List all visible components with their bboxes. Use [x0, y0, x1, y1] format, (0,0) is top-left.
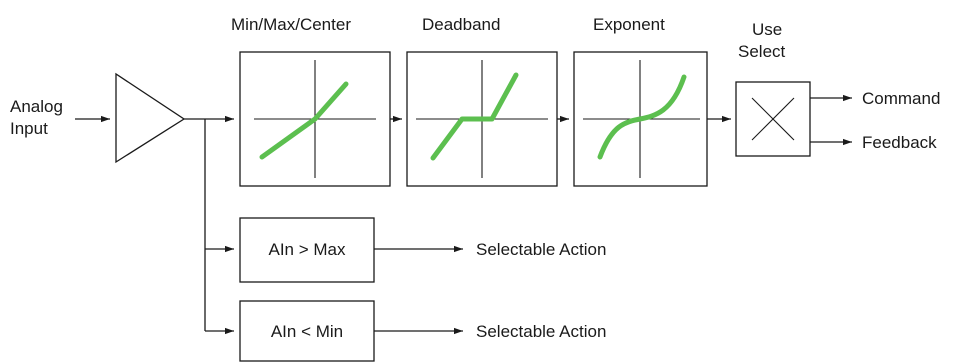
analog-input-label-line1: Analog [10, 97, 63, 116]
use-select-title-line2: Select [738, 42, 786, 61]
minmax-curve [259, 81, 349, 160]
amplifier-triangle [115, 72, 186, 164]
use-select-cross-b [751, 97, 795, 141]
minmax-title: Min/Max/Center [231, 15, 351, 34]
comparator-min-label: AIn < Min [271, 322, 343, 341]
analog-input-label-line2: Input [10, 119, 48, 138]
deadband-title: Deadband [422, 15, 500, 34]
feedback-label: Feedback [862, 133, 937, 152]
comparator-max-block [239, 217, 375, 283]
comparator-min-block [239, 300, 375, 362]
deadband-curve [430, 72, 519, 161]
comparator-max-action: Selectable Action [476, 240, 606, 259]
exponent-title: Exponent [593, 15, 665, 34]
command-label: Command [862, 89, 940, 108]
comparator-max-label: AIn > Max [268, 240, 346, 259]
exponent-curve [597, 74, 687, 160]
comparator-min-action: Selectable Action [476, 322, 606, 341]
use-select-title-line1: Use [752, 20, 782, 39]
